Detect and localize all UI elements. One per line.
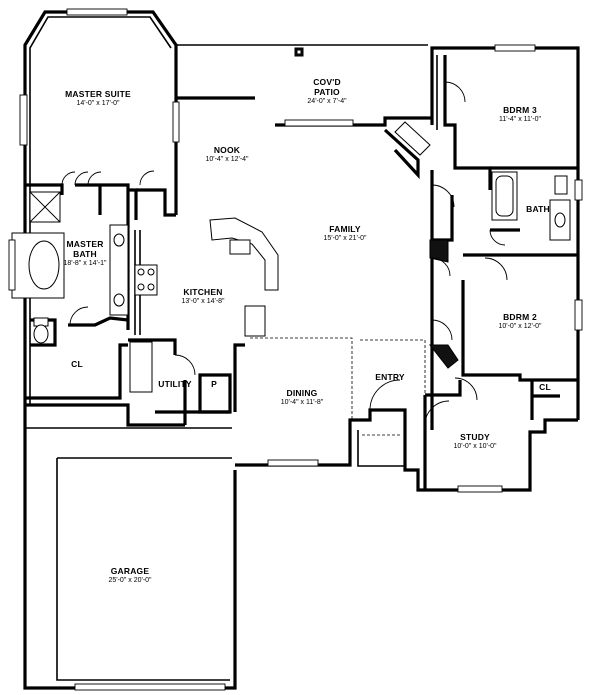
study-label: STUDY 10'-0" x 10'-0": [440, 432, 510, 451]
utility-label: UTILITY: [155, 379, 195, 390]
kitchen-label: KITCHEN 13'-0" x 14'-8": [168, 287, 238, 306]
garage-name: GARAGE: [110, 566, 150, 576]
family-label: FAMILY 15'-0" x 21'-0": [305, 224, 385, 243]
bdrm2-label: BDRM 2 10'-0" x 12'-0": [480, 312, 560, 331]
bdrm3-label: BDRM 3 11'-4" x 11'-0": [480, 105, 560, 124]
dining-label: DINING 10'-4" x 11'-8": [262, 388, 342, 407]
study-dims: 10'-0" x 10'-0": [453, 442, 497, 450]
entry-label: ENTRY: [370, 372, 410, 383]
utility-name: UTILITY: [158, 379, 192, 389]
master-bath-label: MASTER BATH 18'-8" x 14'-1": [55, 239, 115, 268]
bdrm3-walls: [443, 55, 492, 190]
master-bath-name-line2: BATH: [73, 248, 97, 259]
master-vanity: [109, 224, 129, 316]
entry-name: ENTRY: [375, 372, 405, 382]
dining-dims: 10'-4" x 11'-8": [280, 398, 324, 406]
master-bath-dims: 18'-8" x 14'-1": [63, 259, 107, 267]
dining-name: DINING: [286, 388, 318, 398]
kitchen-island: [209, 217, 279, 291]
dining-walls: [235, 408, 578, 492]
kitchen-dims: 13'-0" x 14'-8": [181, 297, 225, 305]
nook-label: NOOK 10'-4" x 12'-4": [192, 145, 262, 164]
garage-dims: 25'-0" x 20'-0": [108, 576, 152, 584]
family-name: FAMILY: [329, 224, 361, 234]
study-walls: [425, 380, 462, 397]
master-suite-label: MASTER SUITE 14'-0" x 17'-0": [58, 89, 138, 108]
utility-counter: [129, 341, 153, 393]
cooktop: [134, 264, 158, 296]
family-dims: 15'-0" x 21'-0": [323, 234, 367, 242]
bdrm2-name: BDRM 2: [503, 312, 537, 322]
study-name: STUDY: [460, 432, 490, 442]
master-suite-dims: 14'-0" x 17'-0": [76, 99, 120, 107]
fireplace-walls: [383, 128, 420, 180]
windows: [8, 8, 583, 691]
pantry-name: P: [211, 379, 217, 389]
kitchen-name: KITCHEN: [183, 287, 223, 297]
patio-name-line2: PATIO: [314, 86, 340, 97]
bdrm2-closet-name: CL: [539, 382, 551, 392]
bdrm2-closet-label: CL: [535, 382, 555, 393]
master-suite-name: MASTER SUITE: [65, 89, 131, 99]
kitchen-walls: [136, 188, 176, 217]
bdrm2-dims: 10'-0" x 12'-0": [498, 322, 542, 330]
pantry-label: P: [204, 379, 224, 390]
master-closet-name: CL: [71, 359, 83, 369]
patio-dims: 24'-0" x 7'-4": [307, 97, 347, 105]
entry-outline: [360, 339, 426, 412]
bdrm3-name: BDRM 3: [503, 105, 537, 115]
bath-label: BATH: [518, 204, 558, 215]
master-suite-inner-line: [29, 16, 172, 405]
master-bath-name-line1: MASTER: [66, 239, 104, 249]
patio-label: COV'D PATIO 24'-0" x 7'-4": [292, 77, 362, 106]
master-closet-label: CL: [62, 359, 92, 370]
bath-name: BATH: [526, 204, 550, 214]
garage-label: GARAGE 25'-0" x 20'-0": [90, 566, 170, 585]
dining-upper-wall: [233, 343, 245, 412]
bdrm3-dims: 11'-4" x 11'-0": [498, 115, 541, 123]
patio-name-line1: COV'D: [313, 77, 341, 87]
nook-name: NOOK: [213, 145, 241, 155]
nook-dims: 10'-4" x 12'-4": [205, 155, 249, 163]
